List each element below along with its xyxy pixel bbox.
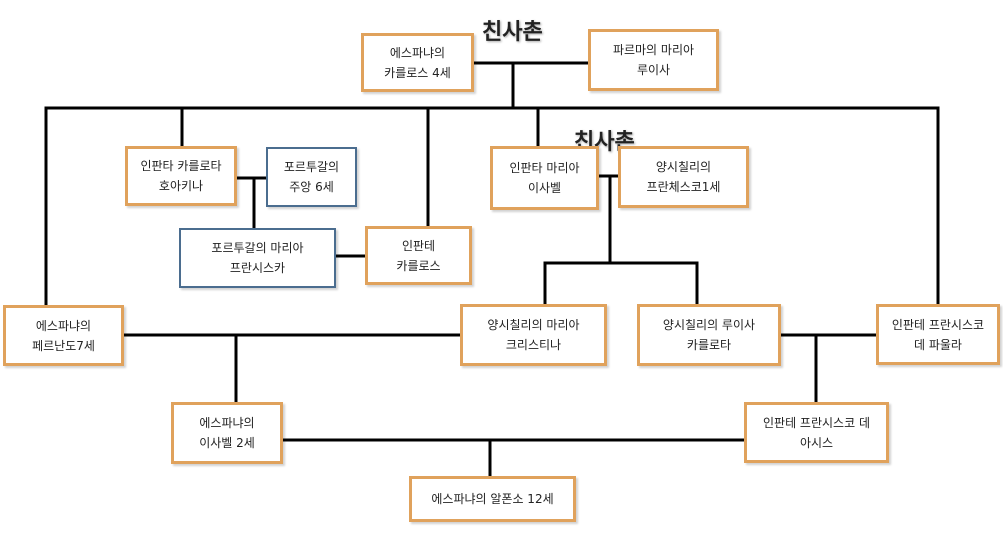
- node-francisco-de-paula: 인판테 프란시스코 데 파울라: [876, 304, 1000, 365]
- node-maria-cristina: 양시칠리의 마리아 크리스티나: [460, 304, 607, 366]
- node-fernando-7: 에스파냐의 페르난도7세: [3, 305, 124, 366]
- cousin-label-top: 친사촌: [482, 20, 543, 45]
- node-maria-luisa-parma: 파르마의 마리아 루이사: [588, 29, 719, 91]
- node-maria-francisca: 포르투갈의 마리아 프란시스카: [179, 228, 336, 288]
- node-francesco-1: 양시칠리의 프란체스코1세: [618, 146, 749, 208]
- node-carlota-joaquina: 인판타 카를로타 호아키나: [125, 146, 237, 206]
- node-isabel-2: 에스파냐의 이사벨 2세: [171, 402, 283, 464]
- node-luisa-carlota: 양시칠리의 루이사 카를로타: [637, 304, 781, 366]
- node-joao-6: 포르투갈의 주앙 6세: [266, 147, 357, 207]
- node-maria-isabel: 인판타 마리아 이사벨: [490, 146, 599, 210]
- node-alfonso-12: 에스파냐의 알폰소 12세: [409, 476, 576, 522]
- node-francisco-de-asis: 인판테 프란시스코 데 아시스: [744, 402, 889, 463]
- node-carlos-4: 에스파냐의 카를로스 4세: [361, 33, 474, 92]
- node-infante-carlos: 인판테 카를로스: [365, 226, 472, 285]
